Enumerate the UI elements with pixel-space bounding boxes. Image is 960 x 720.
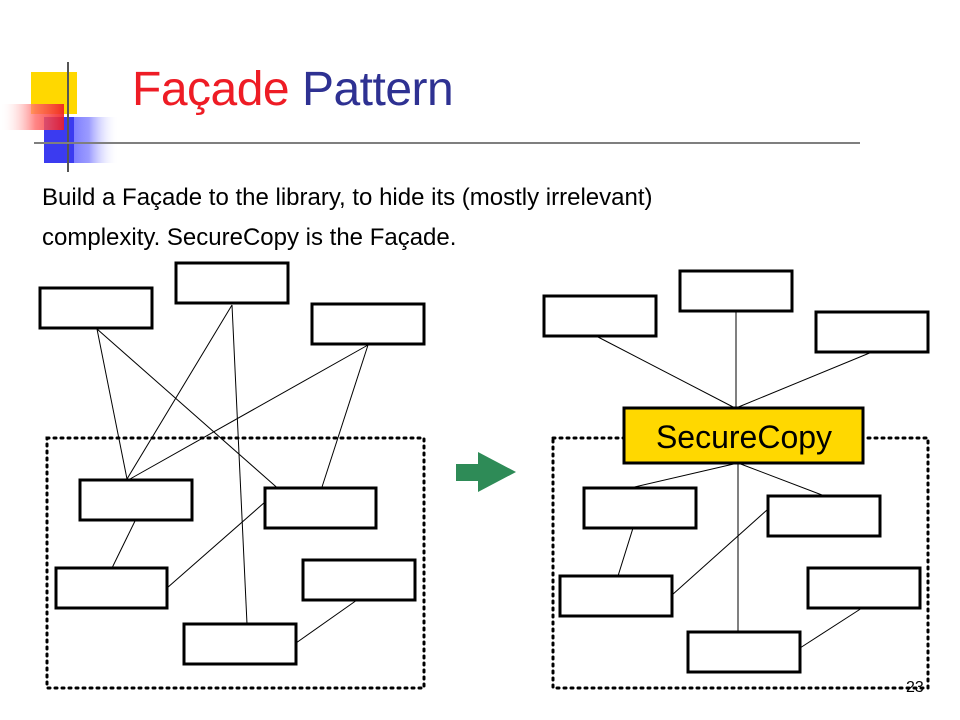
library-class-box (263, 486, 378, 530)
slide-logo-decoration (0, 62, 119, 172)
right-diagram-with-facade: SecureCopy (542, 269, 930, 690)
left-diagram-without-facade (38, 261, 426, 690)
library-class-box (54, 566, 169, 610)
title-word-pattern: Pattern (301, 63, 454, 116)
transform-arrow (456, 452, 516, 492)
library-class-box (806, 566, 922, 610)
facade-securecopy-label: SecureCopy (656, 419, 832, 455)
client-box (174, 261, 290, 305)
client-box (678, 269, 794, 313)
title-word-facade: Façade (132, 63, 290, 116)
client-box (310, 302, 426, 346)
client-box (542, 294, 658, 338)
client-box (814, 310, 930, 354)
library-class-box (766, 494, 882, 538)
library-class-box (686, 630, 802, 674)
library-class-box (78, 478, 194, 522)
description-line-2: complexity. SecureCopy is the Façade. (42, 224, 457, 251)
slide-description: Build a Façade to the library, to hide i… (42, 178, 902, 258)
page-number: 23 (906, 679, 924, 696)
library-class-box (301, 558, 417, 602)
facade-securecopy-box (622, 406, 865, 465)
slide-title: Façade Pattern (132, 63, 454, 116)
client-box (38, 286, 154, 330)
description-line-1: Build a Façade to the library, to hide i… (42, 184, 653, 211)
library-class-box (558, 574, 674, 618)
library-subsystem-boundary-left (45, 436, 426, 690)
title-underline (34, 142, 860, 144)
library-class-box (182, 622, 298, 666)
library-class-box (582, 486, 698, 530)
